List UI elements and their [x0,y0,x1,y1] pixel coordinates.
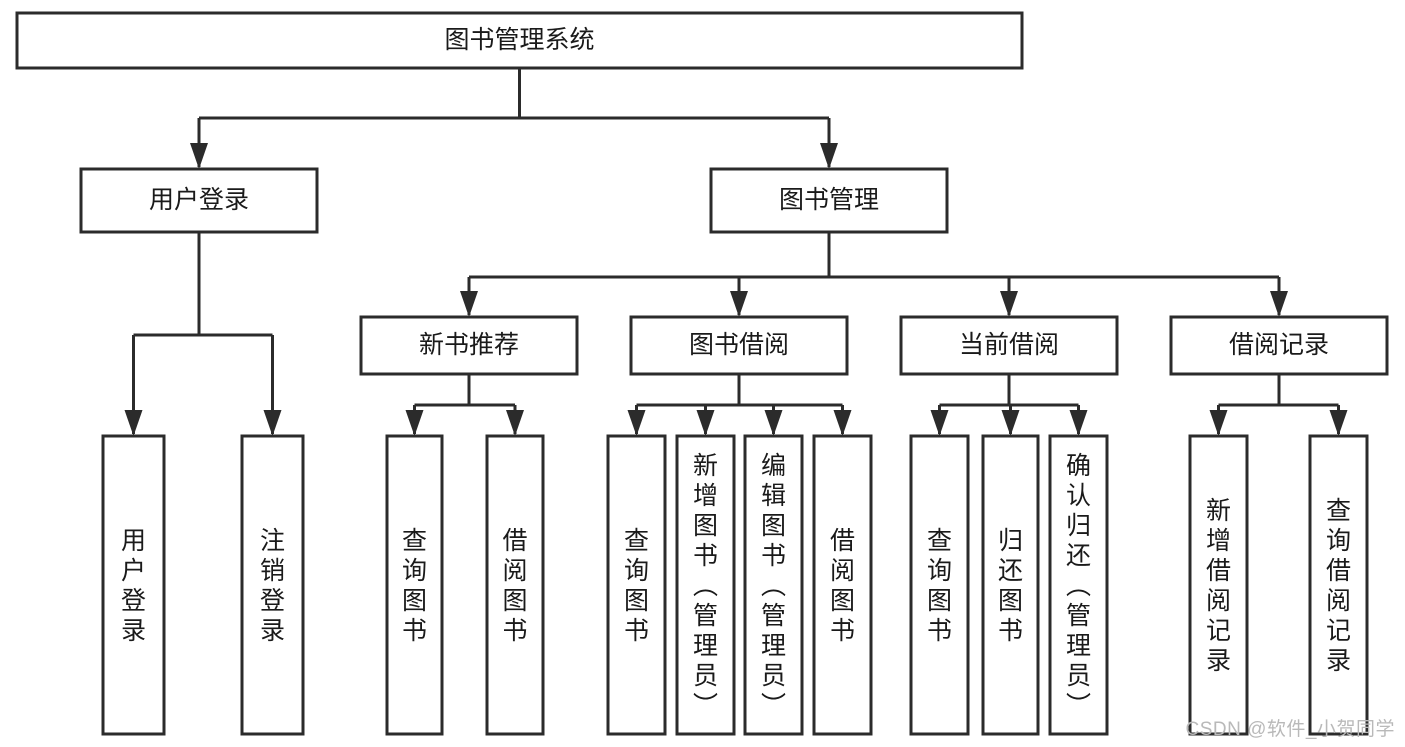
node-leaf-borrow-book-2[interactable]: 借阅图书 [812,434,873,736]
arrow-head-icon [696,410,715,436]
node-leaf-query-book-2[interactable]: 查询图书 [606,434,667,736]
node-leaf-return-book[interactable]: 归还图书 [981,434,1040,736]
node-leaf-edit-book-admin-rect [743,434,804,736]
arrow-head-icon [1000,291,1018,317]
arrow-head-icon [1270,291,1288,317]
node-leaf-borrow-book-1[interactable]: 借阅图书 [485,434,545,736]
arrow-head-icon [124,410,143,436]
arrow-head-icon [263,410,282,436]
node-leaf-borrow-book-1-label: 借阅图书 [502,527,527,645]
node-leaf-logout-login[interactable]: 注销登录 [240,434,305,736]
connector-lines [124,68,1348,436]
node-leaf-user-login-label: 用户登录 [121,527,146,645]
node-leaf-add-book-admin-label: 新增图书︵管理员︶ [693,452,718,720]
arrow-head-icon [730,291,748,317]
arrow-head-icon [1069,410,1088,436]
node-leaf-edit-book-admin-label: 编辑图书︵管理员︶ [761,452,786,720]
node-user-login[interactable]: 用户登录 [79,167,319,234]
node-leaf-add-borrow-record[interactable]: 新增借阅记录 [1188,434,1249,736]
node-leaf-add-borrow-record-rect [1188,434,1249,736]
arrow-head-icon [764,410,783,436]
node-borrow-record-label: 借阅记录 [1229,331,1329,359]
arrow-head-icon [190,143,208,169]
node-leaf-borrow-book-2-rect [812,434,873,736]
node-root-root-rect [15,11,1024,70]
node-leaf-borrow-book-2-label: 借阅图书 [830,527,855,645]
arrow-head-icon [1329,410,1348,436]
node-new-book-recommend-rect [359,315,579,376]
arrow-head-icon [627,410,646,436]
node-leaf-confirm-return-admin-label: 确认归还︵管理员︶ [1066,452,1091,720]
arrow-head-icon [405,410,424,436]
node-user-login-label: 用户登录 [149,186,249,214]
node-leaf-borrow-book-1-rect [485,434,545,736]
node-leaf-query-borrow-record-rect [1308,434,1369,736]
node-leaf-query-book-3-label: 查询图书 [927,527,952,645]
node-current-borrow[interactable]: 当前借阅 [899,315,1119,376]
node-borrow-record-rect [1169,315,1389,376]
node-leaf-add-book-admin-rect [675,434,736,736]
node-current-borrow-label: 当前借阅 [959,331,1059,359]
node-leaf-logout-login-label: 注销登录 [260,527,285,645]
node-leaf-query-book-1[interactable]: 查询图书 [385,434,444,736]
node-leaf-query-book-3-rect [909,434,970,736]
node-leaf-query-book-3[interactable]: 查询图书 [909,434,970,736]
node-book-manage-label: 图书管理 [779,186,879,214]
node-leaf-return-book-rect [981,434,1040,736]
arrow-head-icon [1001,410,1020,436]
arrow-head-icon [1209,410,1228,436]
node-leaf-query-book-1-label: 查询图书 [402,527,427,645]
arrow-head-icon [460,291,478,317]
arrow-head-icon [833,410,852,436]
watermark-text: CSDN @软件_小贺同学 [1185,719,1395,740]
node-book-borrow[interactable]: 图书借阅 [629,315,849,376]
node-new-book-recommend[interactable]: 新书推荐 [359,315,579,376]
node-root-root-label: 图书管理系统 [444,26,594,54]
arrow-head-icon [506,410,524,436]
node-leaf-confirm-return-admin-rect [1048,434,1109,736]
node-book-borrow-label: 图书借阅 [689,331,789,359]
node-leaf-edit-book-admin[interactable]: 编辑图书︵管理员︶ [743,434,804,736]
node-leaf-return-book-label: 归还图书 [998,527,1023,645]
node-leaf-user-login-rect [101,434,166,736]
node-boxes: 图书管理系统用户登录图书管理新书推荐图书借阅当前借阅借阅记录用户登录注销登录查询… [15,11,1389,736]
node-leaf-query-book-2-rect [606,434,667,736]
node-leaf-add-borrow-record-label: 新增借阅记录 [1206,497,1231,675]
node-leaf-query-book-1-rect [385,434,444,736]
node-borrow-record[interactable]: 借阅记录 [1169,315,1389,376]
node-user-login-rect [79,167,319,234]
node-book-manage-rect [709,167,949,234]
arrow-head-icon [930,410,949,436]
node-leaf-add-book-admin[interactable]: 新增图书︵管理员︶ [675,434,736,736]
node-leaf-query-book-2-label: 查询图书 [624,527,649,645]
arrow-head-icon [820,143,838,169]
node-leaf-confirm-return-admin[interactable]: 确认归还︵管理员︶ [1048,434,1109,736]
node-root-root[interactable]: 图书管理系统 [15,11,1024,70]
node-new-book-recommend-label: 新书推荐 [419,331,519,359]
node-leaf-query-borrow-record-label: 查询借阅记录 [1326,497,1351,675]
node-book-manage[interactable]: 图书管理 [709,167,949,234]
node-current-borrow-rect [899,315,1119,376]
node-leaf-logout-login-rect [240,434,305,736]
node-leaf-user-login[interactable]: 用户登录 [101,434,166,736]
node-book-borrow-rect [629,315,849,376]
node-leaf-query-borrow-record[interactable]: 查询借阅记录 [1308,434,1369,736]
